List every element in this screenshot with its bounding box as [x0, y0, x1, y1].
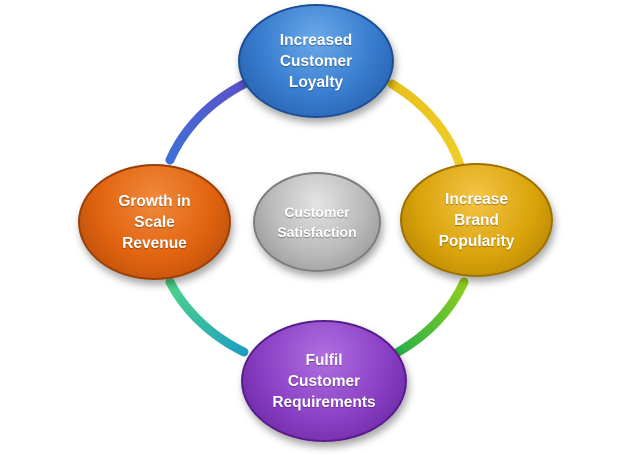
node-growth-in-scale-revenue: Growth in Scale Revenue [78, 164, 231, 280]
arc-bottom-right [393, 277, 469, 357]
node-customer-satisfaction: Customer Satisfaction [253, 172, 381, 272]
arc-top-left [165, 79, 249, 165]
node-fulfil-customer-requirements: Fulfil Customer Requirements [241, 320, 407, 442]
node-label: Customer Satisfaction [277, 204, 357, 240]
node-label: Increased Customer Loyalty [279, 31, 353, 91]
node-label: Fulfil Customer Requirements [272, 351, 376, 411]
node-increase-brand-popularity: Increase Brand Popularity [400, 163, 553, 277]
arc-bottom-left [165, 277, 249, 357]
node-label: Growth in Scale Revenue [118, 192, 191, 252]
node-label: Increase Brand Popularity [438, 190, 515, 250]
node-increased-customer-loyalty: Increased Customer Loyalty [238, 4, 394, 118]
